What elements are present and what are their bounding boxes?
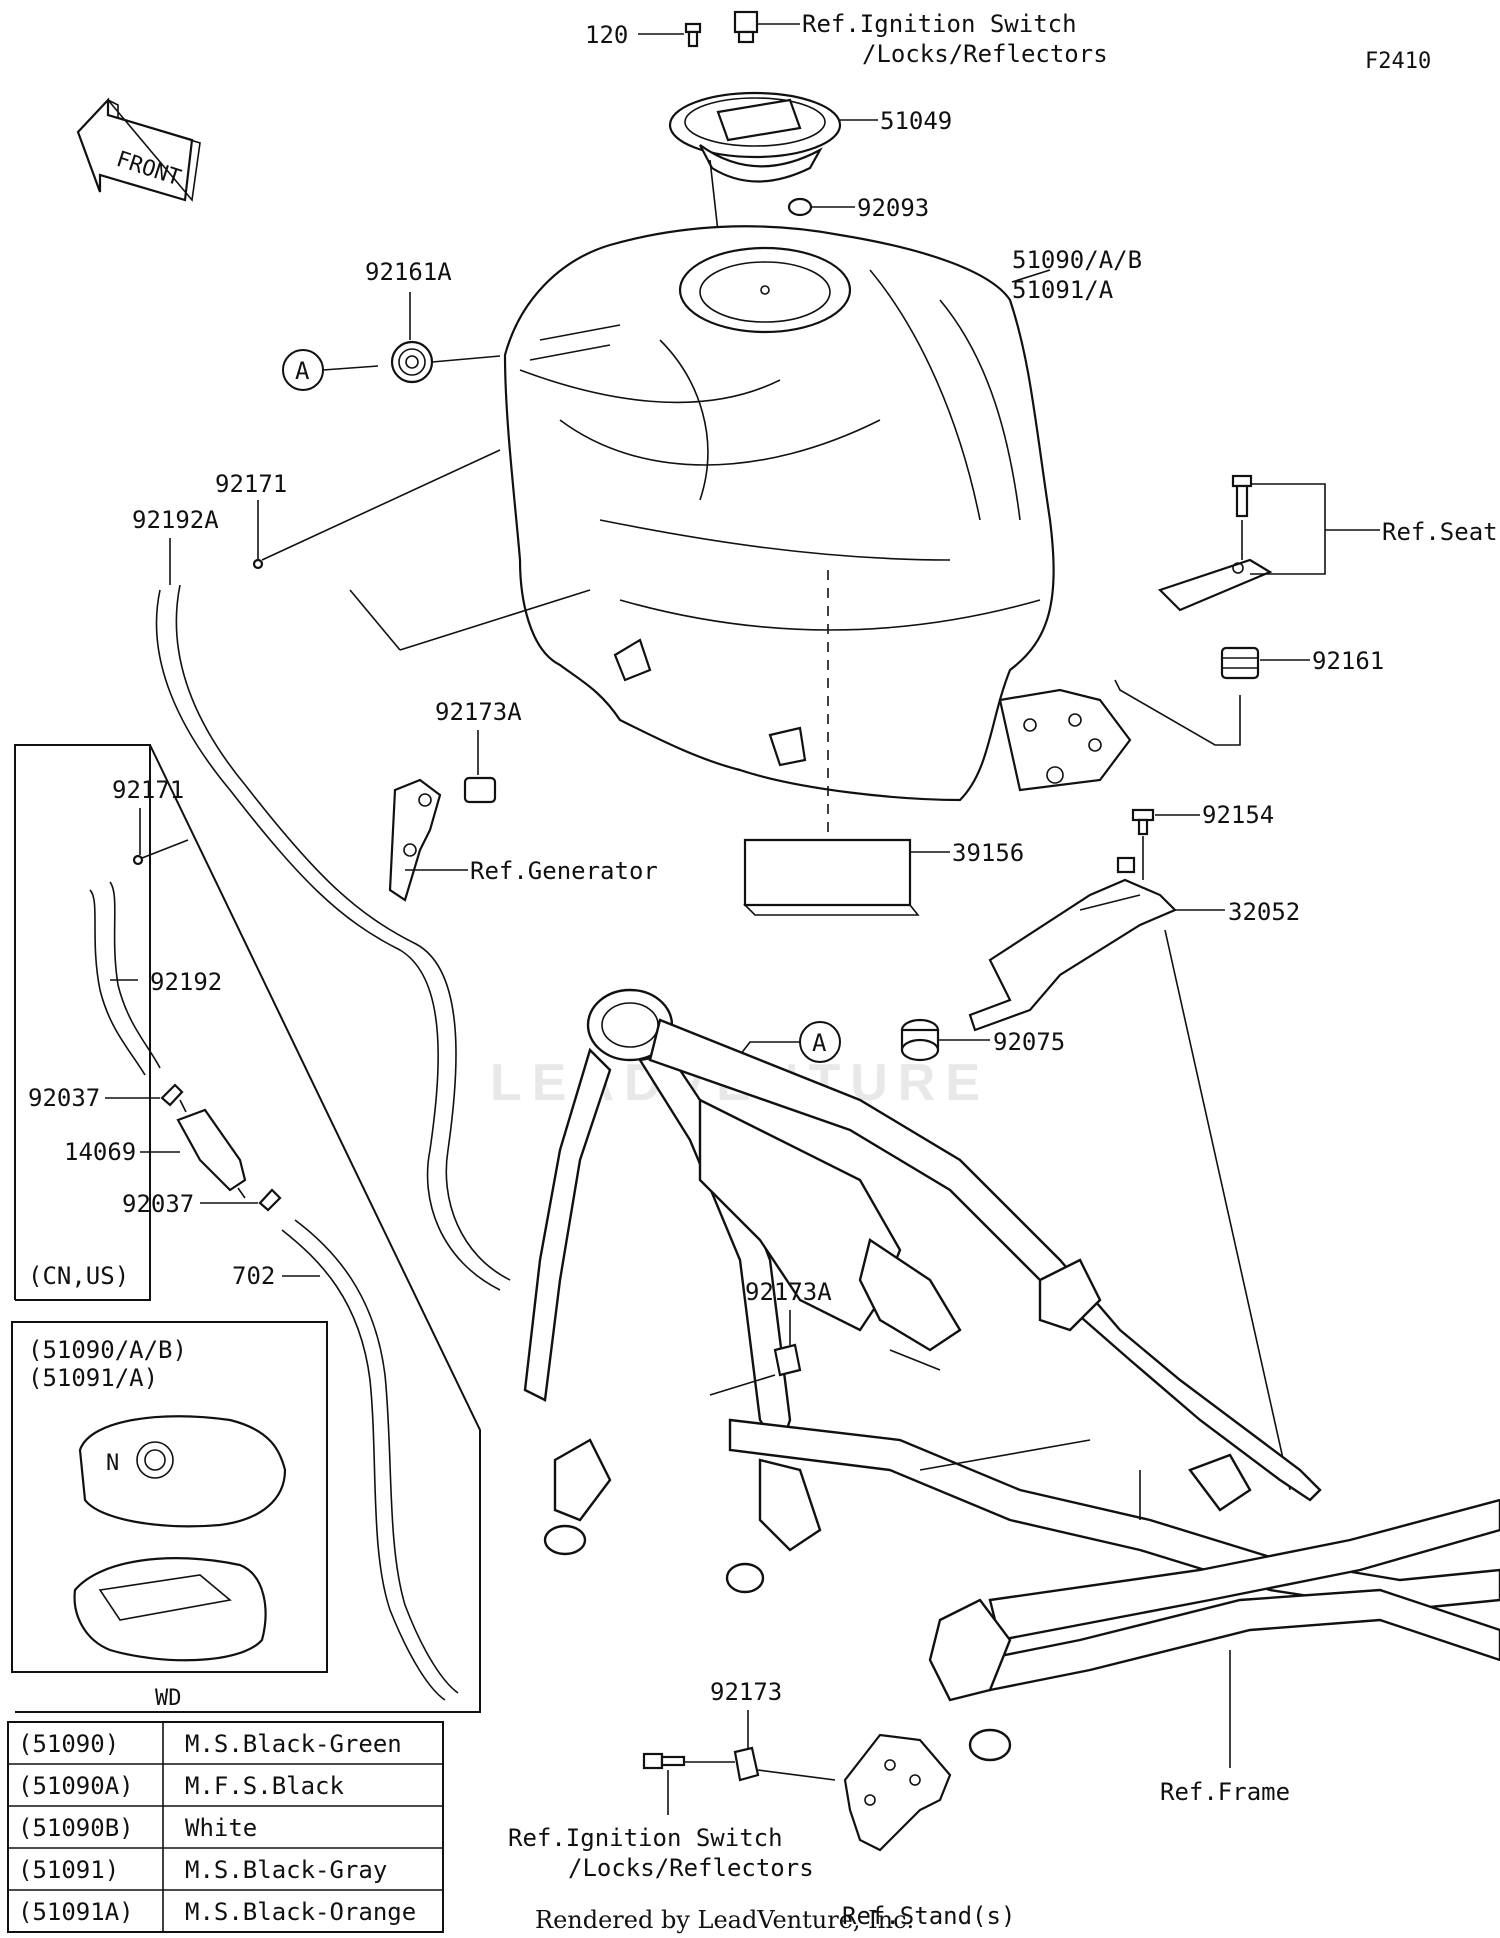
callout-92173A-mid: 92173A bbox=[745, 1278, 832, 1306]
ref-ignition-bottom-2: /Locks/Reflectors bbox=[568, 1854, 814, 1882]
color-name-4: M.S.Black-Orange bbox=[185, 1898, 416, 1926]
clamp-92173 bbox=[733, 1746, 760, 1782]
callout-92171-a: 92171 bbox=[215, 470, 287, 498]
color-code-2: (51090B) bbox=[18, 1814, 134, 1842]
callout-14069: 14069 bbox=[64, 1138, 136, 1166]
callout-51091: 51091/A bbox=[1012, 276, 1114, 304]
fuel-cap-51049 bbox=[668, 91, 842, 183]
front-arrow-icon: FRONT bbox=[76, 97, 201, 202]
grommet-92161A bbox=[390, 340, 434, 384]
callout-92192: 92192 bbox=[150, 968, 222, 996]
footer-credit: Rendered by LeadVenture, Inc. bbox=[535, 1906, 914, 1934]
callout-92075: 92075 bbox=[993, 1028, 1065, 1056]
bolt-120 bbox=[684, 22, 702, 48]
ref-generator: Ref.Generator bbox=[470, 857, 658, 885]
frame bbox=[523, 988, 1500, 1762]
ignition-switch-stud bbox=[733, 10, 759, 44]
ref-seat: Ref.Seat bbox=[1382, 518, 1498, 546]
color-code-1: (51090A) bbox=[18, 1772, 134, 1800]
bolt-ref-ignition-bottom bbox=[642, 1752, 686, 1770]
ref-ignition-top-2: /Locks/Reflectors bbox=[862, 40, 1108, 68]
color-name-3: M.S.Black-Gray bbox=[185, 1856, 387, 1884]
grommet-92161 bbox=[1220, 646, 1260, 680]
clip-92037-b bbox=[258, 1188, 282, 1212]
callout-39156: 39156 bbox=[952, 839, 1024, 867]
svg-text:N: N bbox=[106, 1451, 119, 1476]
callout-92192A: 92192A bbox=[132, 506, 219, 534]
callout-92093: 92093 bbox=[857, 194, 929, 222]
ref-ignition-top-1: Ref.Ignition Switch bbox=[802, 10, 1077, 38]
color-code-4: (51091A) bbox=[18, 1898, 134, 1926]
callout-92173A-top: 92173A bbox=[435, 698, 522, 726]
callout-92037-a: 92037 bbox=[28, 1084, 100, 1112]
fuel-filter-14069 bbox=[176, 1099, 247, 1199]
grommet-92075 bbox=[900, 1018, 940, 1062]
callout-92037-b: 92037 bbox=[122, 1190, 194, 1218]
callout-92173: 92173 bbox=[710, 1678, 782, 1706]
color-name-1: M.F.S.Black bbox=[185, 1772, 344, 1800]
callout-32052: 32052 bbox=[1228, 898, 1300, 926]
color-table: (51090) M.S.Black-Green (51090A) M.F.S.B… bbox=[7, 1721, 444, 1933]
fuel-tank-51090 bbox=[503, 225, 1132, 802]
clamp-92173A-mid bbox=[773, 1343, 802, 1377]
circle-a-2: A bbox=[812, 1029, 827, 1057]
inset-tank-top-view: N bbox=[78, 1415, 287, 1528]
bolt-ref-seat bbox=[1231, 474, 1253, 518]
color-name-0: M.S.Black-Green bbox=[185, 1730, 402, 1758]
clip-92037-a bbox=[160, 1083, 184, 1107]
wd-label: WD bbox=[155, 1686, 182, 1711]
clamp-92173A-top bbox=[463, 776, 497, 804]
ref-stand: Ref.Stand(s) bbox=[842, 1902, 1015, 1930]
stand-bracket bbox=[843, 1733, 952, 1852]
inset-label-1: (51090/A/B) bbox=[28, 1336, 187, 1364]
grommet-92093 bbox=[787, 197, 813, 217]
callout-92161A: 92161A bbox=[365, 258, 452, 286]
inset-tank-side-view bbox=[73, 1557, 267, 1662]
bracket-32052 bbox=[968, 856, 1177, 1032]
callout-120: 120 bbox=[585, 21, 628, 49]
callout-92161: 92161 bbox=[1312, 647, 1384, 675]
callout-92154: 92154 bbox=[1202, 801, 1274, 829]
generator-bracket bbox=[388, 778, 442, 902]
cn-us-label: (CN,US) bbox=[28, 1262, 129, 1290]
inset-label-2: (51091/A) bbox=[28, 1364, 158, 1392]
callout-51049: 51049 bbox=[880, 107, 952, 135]
color-code-0: (51090) bbox=[18, 1730, 119, 1758]
callout-702: 702 bbox=[232, 1262, 275, 1290]
color-name-2: White bbox=[185, 1814, 257, 1842]
circle-a-1: A bbox=[295, 357, 310, 385]
seat-bracket bbox=[1157, 558, 1273, 612]
diagram-id: F2410 bbox=[1365, 49, 1431, 74]
callout-92171-b: 92171 bbox=[112, 776, 184, 804]
ref-frame: Ref.Frame bbox=[1160, 1778, 1290, 1806]
color-code-3: (51091) bbox=[18, 1856, 119, 1884]
callout-51090: 51090/A/B bbox=[1012, 246, 1142, 274]
ref-ignition-bottom-1: Ref.Ignition Switch bbox=[508, 1824, 783, 1852]
bolt-92154 bbox=[1131, 808, 1155, 836]
pad-39156 bbox=[743, 838, 920, 916]
